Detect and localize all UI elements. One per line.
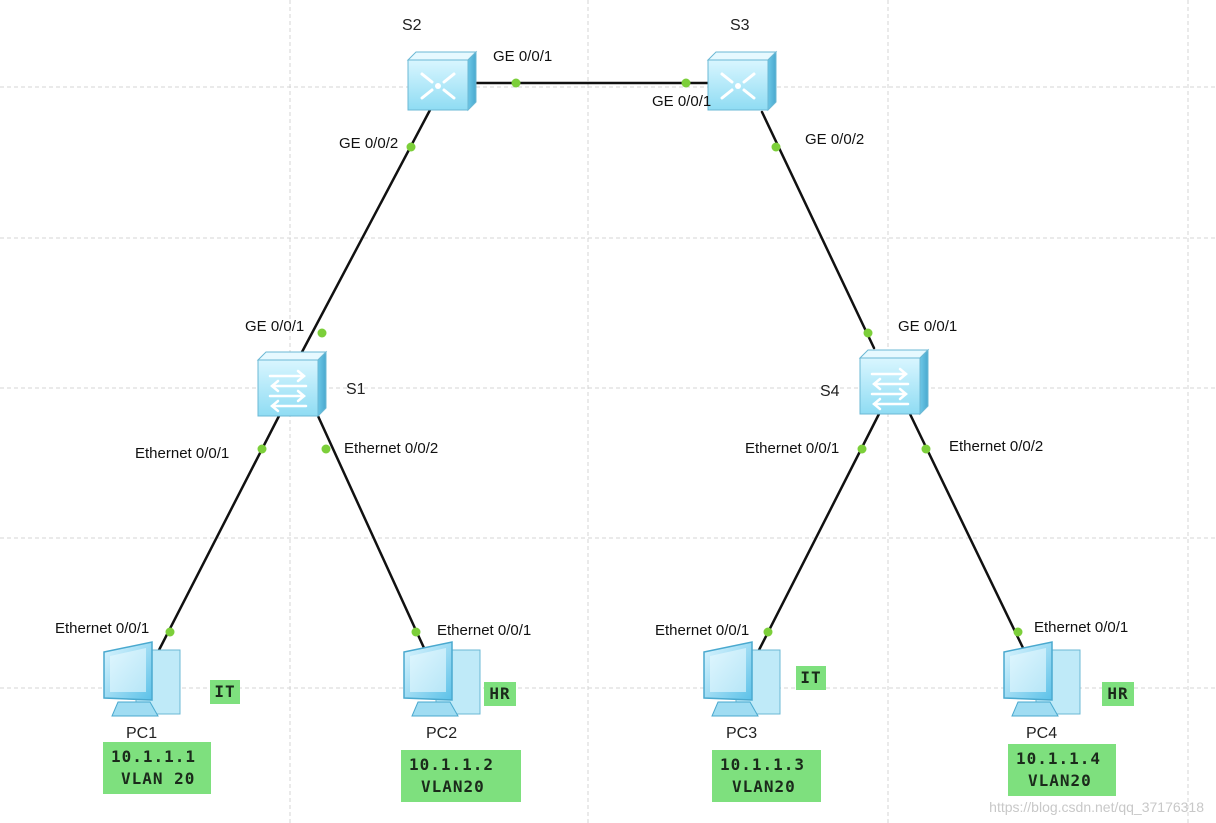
port-dot	[257, 444, 267, 454]
port-label-pc4-eth: Ethernet 0/0/1	[1034, 619, 1128, 636]
vlan-label: VLAN20	[732, 777, 796, 796]
dept-tag-pc4: HR	[1102, 682, 1134, 706]
dept-tag-pc1: IT	[210, 680, 240, 704]
ip-address: 10.1.1.3	[720, 755, 806, 774]
ip-vlan-box-pc2: 10.1.1.2 VLAN20	[401, 750, 521, 802]
port-dots	[165, 78, 1023, 637]
access-switch-icon[interactable]	[256, 350, 328, 418]
ip-address: 10.1.1.4	[1016, 749, 1102, 768]
vlan-label: VLAN 20	[121, 769, 196, 788]
port-label-s1-eth002: Ethernet 0/0/2	[344, 440, 438, 457]
port-dot	[406, 142, 416, 152]
watermark: https://blog.csdn.net/qq_37176318	[989, 799, 1204, 815]
core-switch-icon[interactable]	[406, 50, 478, 112]
pc-name-pc1: PC1	[126, 725, 157, 742]
switch-name-s1: S1	[346, 381, 366, 398]
port-label-pc3-eth: Ethernet 0/0/1	[655, 622, 749, 639]
pc-name-pc2: PC2	[426, 725, 457, 742]
core-switch-icon[interactable]	[706, 50, 778, 112]
vlan-label: VLAN20	[421, 777, 485, 796]
port-dot	[321, 444, 331, 454]
port-labels: GE 0/0/1 GE 0/0/1 GE 0/0/2 GE 0/0/2 GE 0…	[55, 48, 1128, 639]
ip-address: 10.1.1.2	[409, 755, 495, 774]
pc-icon[interactable]	[403, 641, 481, 717]
link-s1-pc1	[156, 412, 282, 654]
port-dot	[165, 627, 175, 637]
pc-icon[interactable]	[703, 641, 781, 717]
pc-name-pc3: PC3	[726, 725, 757, 742]
port-dot	[857, 444, 867, 454]
vlan-label: VLAN20	[1028, 771, 1092, 790]
port-label-s4-eth002: Ethernet 0/0/2	[949, 438, 1043, 455]
pc-name-pc4: PC4	[1026, 725, 1057, 742]
port-label-pc1-eth: Ethernet 0/0/1	[55, 620, 149, 637]
ip-vlan-box-pc3: 10.1.1.3 VLAN20	[712, 750, 821, 802]
port-label-pc2-eth: Ethernet 0/0/1	[437, 622, 531, 639]
ip-address: 10.1.1.1	[111, 747, 197, 766]
port-label-s3-ge002: GE 0/0/2	[805, 131, 864, 148]
pc-icon[interactable]	[1003, 641, 1081, 717]
port-label-s1-eth001: Ethernet 0/0/1	[135, 445, 229, 462]
link-s4-pc4	[908, 412, 1026, 652]
port-label-s1-ge001: GE 0/0/1	[245, 318, 304, 335]
port-label-s2-ge002: GE 0/0/2	[339, 135, 398, 152]
switch-name-s2: S2	[402, 17, 422, 34]
port-label-s2-ge001: GE 0/0/1	[493, 48, 552, 65]
pc-icon[interactable]	[103, 641, 181, 717]
link-s3-s4	[760, 110, 876, 350]
port-dot	[771, 142, 781, 152]
ip-vlan-box-pc4: 10.1.1.4 VLAN20	[1008, 744, 1116, 796]
switch-name-s4: S4	[820, 383, 840, 400]
port-label-s3-ge001: GE 0/0/1	[652, 93, 711, 110]
port-dot	[1013, 627, 1023, 637]
port-dot	[921, 444, 931, 454]
ip-vlan-box-pc1: 10.1.1.1 VLAN 20	[103, 742, 211, 794]
switch-name-s3: S3	[730, 17, 750, 34]
link-s1-pc2	[316, 414, 426, 650]
port-dot	[681, 78, 691, 88]
port-dot	[863, 328, 873, 338]
port-label-s4-ge001: GE 0/0/1	[898, 318, 957, 335]
dept-tag-pc3: IT	[796, 666, 826, 690]
port-label-s4-eth001: Ethernet 0/0/1	[745, 440, 839, 457]
access-switch-icon[interactable]	[858, 348, 930, 416]
port-dot	[763, 627, 773, 637]
port-dot	[411, 627, 421, 637]
port-dot	[511, 78, 521, 88]
port-dot	[317, 328, 327, 338]
dept-tag-pc2: HR	[484, 682, 516, 706]
